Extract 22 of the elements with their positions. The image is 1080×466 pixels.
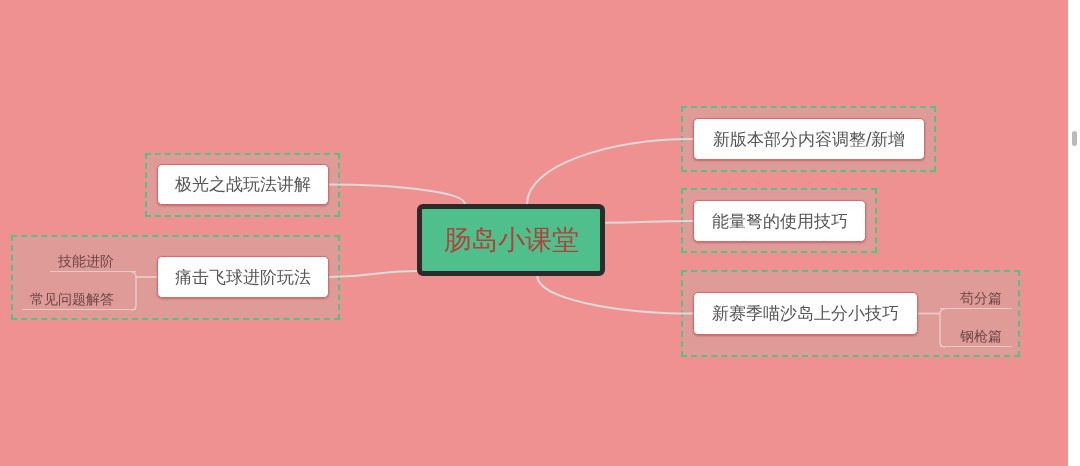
connector-line — [130, 276, 158, 311]
subtopic-label: 技能进阶 — [50, 248, 136, 272]
dashed-boundary — [681, 188, 877, 253]
topic-box: 痛击飞球进阶玩法 — [157, 256, 329, 298]
subtopic-label: 苟分篇 — [940, 285, 1012, 309]
subtopic-label: 常见问题解答 — [22, 286, 136, 310]
subtopic-label: 钢枪篇 — [940, 323, 1012, 347]
topic-box: 新赛季喵沙岛上分小技巧 — [693, 292, 918, 335]
dashed-boundary — [11, 235, 340, 320]
connector-line — [604, 220, 694, 224]
connector-line — [917, 312, 946, 348]
topic-box: 能量弩的使用技巧 — [693, 200, 866, 242]
connector-line — [328, 183, 466, 205]
topic-box: 极光之战玩法讲解 — [157, 164, 329, 205]
dashed-boundary — [681, 270, 1020, 357]
dashed-boundary — [145, 153, 340, 217]
connector-line — [526, 138, 694, 205]
central-topic-box: 肠岛小课堂 — [417, 204, 605, 276]
topic-box: 新版本部分内容调整/新增 — [693, 118, 925, 160]
dashed-boundary — [681, 106, 936, 172]
connector-line — [536, 275, 694, 315]
connector-line — [328, 269, 418, 278]
